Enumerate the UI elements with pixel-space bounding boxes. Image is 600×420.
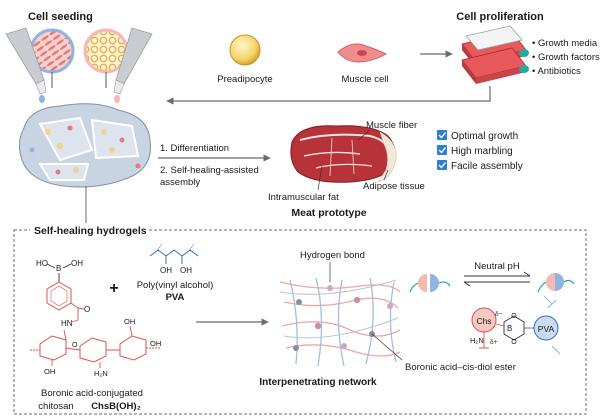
svg-text:OH: OH xyxy=(71,259,83,268)
benefit-label: Optimal growth xyxy=(451,131,518,142)
pva-abbr: PVA xyxy=(166,292,185,303)
step-self-healing-line1: 2. Self-healing-assisted xyxy=(160,165,259,176)
pipette-left-icon xyxy=(5,27,47,103)
benefit-label: Facile assembly xyxy=(451,161,523,172)
media-item-growth-factors: • Growth factors xyxy=(532,52,600,63)
arrow-return-to-seeding xyxy=(166,86,491,105)
muscle-fiber-leader xyxy=(357,129,371,141)
ester-label: Boronic acid–cis-diol ester xyxy=(405,362,516,373)
hydrogen-bond-label: Hydrogen bond xyxy=(300,250,365,261)
svg-text:O: O xyxy=(511,339,517,346)
ester-leader xyxy=(371,333,403,361)
step-self-healing-line2: assembly xyxy=(160,177,200,188)
svg-text:Chs: Chs xyxy=(476,316,491,326)
chsb-abbr: ChsB(OH)₂ xyxy=(91,401,141,412)
svg-text:δ+: δ+ xyxy=(490,339,498,346)
svg-text:OH: OH xyxy=(150,339,161,348)
svg-text:HN: HN xyxy=(61,319,73,328)
media-item-growth-media: • Growth media xyxy=(532,38,598,49)
checkbox-icon xyxy=(437,130,447,140)
svg-text:OH: OH xyxy=(180,266,192,275)
boronic-ester-structure: Chs PVA B O O δ− δ+ H₂N xyxy=(470,295,561,355)
svg-text:H₂N: H₂N xyxy=(470,336,484,345)
muscle-cell-label: Muscle cell xyxy=(342,74,389,85)
benefit-label: High marbling xyxy=(451,146,513,157)
chsb-structure: HO B OH O HN OH OH OH H₂N O xyxy=(30,259,161,378)
media-item-antibiotics: • Antibiotics xyxy=(532,66,581,77)
hydrogels-panel xyxy=(13,229,587,415)
preadipocyte-icon xyxy=(229,34,261,66)
checkbox-icon xyxy=(437,160,447,170)
muscle-fiber-label: Muscle fiber xyxy=(366,120,417,131)
svg-text:O: O xyxy=(72,342,78,349)
svg-text:PVA: PVA xyxy=(538,324,555,334)
cell-seeding-title: Cell seeding xyxy=(28,11,93,23)
benefit-item-optimal-growth: Optimal growth xyxy=(437,130,518,142)
chsb-name-line1: Boronic acid-conjugated xyxy=(41,388,143,399)
equilibrium-forward-head xyxy=(523,271,531,277)
interpenetrating-network xyxy=(279,277,401,367)
svg-text:OH: OH xyxy=(44,367,55,376)
svg-text:B: B xyxy=(507,324,512,333)
svg-text:OH: OH xyxy=(124,317,135,326)
equilibrium-reverse-head xyxy=(463,281,471,287)
svg-text:H₂N: H₂N xyxy=(94,369,108,378)
checkbox-icon xyxy=(437,145,447,155)
hydrogels-title: Self-healing hydrogels xyxy=(34,225,147,237)
chsb-name-line2: chitosan xyxy=(38,401,73,412)
step-differentiation: 1. Differentiation xyxy=(160,143,229,154)
benefit-item-high-marbling: High marbling xyxy=(437,145,513,157)
adipose-tissue-label: Adipose tissue xyxy=(363,181,425,192)
meat-steak-icon xyxy=(290,125,397,183)
joined-pair-icon xyxy=(537,273,575,293)
muscle-cell-nucleus xyxy=(357,50,367,56)
hydrogel-scaffold xyxy=(18,103,152,188)
svg-text:O: O xyxy=(84,305,90,314)
pipette-right-icon xyxy=(113,27,153,103)
separated-pair-icon xyxy=(409,274,451,293)
preadipocyte-label: Preadipocyte xyxy=(217,74,272,85)
svg-text:B: B xyxy=(56,264,61,273)
hydrogels-title-bg xyxy=(30,223,148,237)
intramuscular-fat-label: Intramuscular fat xyxy=(268,192,339,203)
svg-text:O: O xyxy=(511,313,517,320)
benefit-item-facile-assembly: Facile assembly xyxy=(437,160,523,172)
culture-flasks-icon xyxy=(461,25,529,84)
network-title: Interpenetrating network xyxy=(259,377,377,388)
svg-text:OH: OH xyxy=(160,266,172,275)
cell-proliferation-title: Cell proliferation xyxy=(456,11,544,23)
meat-prototype-title: Meat prototype xyxy=(291,207,366,219)
svg-text:HO: HO xyxy=(36,259,48,268)
plus-sign: + xyxy=(109,280,118,297)
neutral-ph-label: Neutral pH xyxy=(474,261,520,272)
pva-name: Poly(vinyl alcohol) xyxy=(137,280,214,291)
pva-structure: OH OH xyxy=(149,243,199,275)
intramuscular-fat-leader xyxy=(317,165,323,191)
adipose-tissue-leader xyxy=(383,169,389,181)
svg-text:δ−: δ− xyxy=(495,311,503,318)
